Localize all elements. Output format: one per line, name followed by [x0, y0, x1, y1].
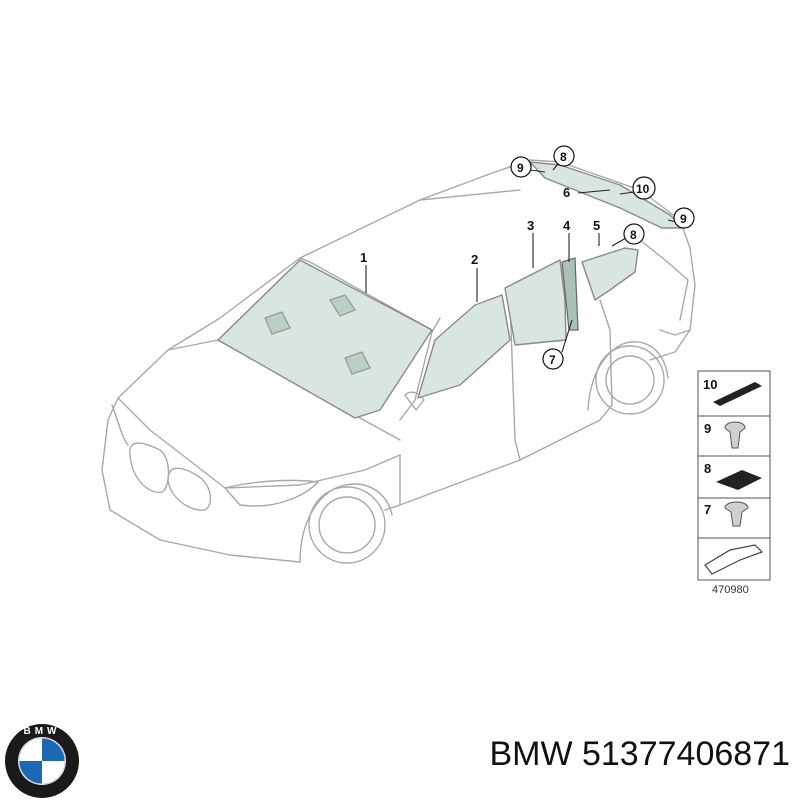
rear-window-glass	[529, 161, 685, 229]
bmw-logo: BMW	[5, 724, 79, 798]
callout-label-4: 4	[563, 218, 571, 233]
legend-clip-7	[724, 501, 749, 527]
callout-2: 2	[471, 252, 478, 302]
logo-ring-text: BMW	[24, 726, 61, 737]
caption: BMW 51377406871	[410, 735, 790, 774]
legend-pad-strip	[713, 382, 762, 406]
rear-door-glass	[504, 259, 567, 346]
legend-number-9: 9	[704, 421, 711, 436]
callout-8-top: 8	[552, 145, 575, 171]
callout-8-right: 8	[611, 223, 645, 247]
callout-10: 10	[619, 176, 656, 200]
callout-label-3: 3	[527, 218, 534, 233]
windshield-glass	[217, 259, 433, 419]
legend-number-10: 10	[703, 377, 717, 392]
parts-legend: 10 9 8 7 470980	[697, 370, 771, 596]
reference-number: 470980	[712, 584, 749, 596]
callout-1: 1	[360, 250, 367, 293]
legend-clip-9	[724, 421, 746, 449]
legend-arrow-icon	[704, 544, 764, 575]
callout-label-6: 6	[563, 185, 570, 200]
brand-name: BMW	[489, 735, 573, 773]
callout-label-8-top: 8	[560, 150, 567, 164]
part-number: 51377406871	[581, 735, 790, 773]
callout-label-9-top: 9	[517, 161, 524, 175]
callout-5: 5	[593, 218, 600, 246]
callout-label-7: 7	[549, 353, 556, 367]
quarter-glass	[581, 247, 639, 301]
callout-label-2: 2	[471, 252, 478, 267]
windshield-markings	[264, 294, 371, 375]
callout-6: 6	[563, 185, 611, 200]
callout-3: 3	[527, 218, 534, 268]
front-door-glass	[417, 294, 511, 399]
callout-7: 7	[542, 319, 573, 370]
callout-9-right: 9	[667, 207, 695, 229]
legend-number-8: 8	[704, 461, 711, 476]
rear-door-channel	[561, 257, 579, 331]
callout-label-5: 5	[593, 218, 600, 233]
callout-label-8-right: 8	[630, 228, 637, 242]
callout-9-top: 9	[510, 156, 546, 178]
callout-label-10: 10	[636, 182, 650, 196]
car-body-outline	[101, 159, 696, 564]
callout-label-1: 1	[360, 250, 367, 265]
callout-4: 4	[563, 218, 571, 262]
legend-number-7: 7	[704, 502, 711, 517]
callout-label-9-right: 9	[680, 212, 687, 226]
legend-pad-8	[716, 470, 762, 490]
